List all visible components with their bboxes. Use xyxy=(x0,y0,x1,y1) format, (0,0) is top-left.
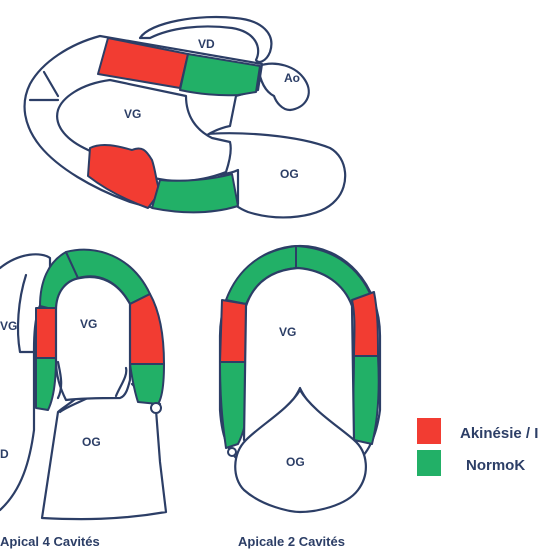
label-og-a2: OG xyxy=(286,455,305,469)
a2-seg-anterior-mid xyxy=(351,291,379,357)
label-d-a4: D xyxy=(0,447,9,461)
a4-seg-septum-mid xyxy=(35,307,57,359)
septum-left-line2 xyxy=(42,70,60,98)
label-vg-a4: VG xyxy=(80,317,97,331)
legend-akinesia-swatch xyxy=(417,418,441,444)
a2-appendage xyxy=(227,447,237,457)
a4-rv-outline xyxy=(16,273,36,354)
label-og-para: OG xyxy=(280,167,299,181)
a4-mitral xyxy=(56,360,128,400)
label-vg-a2: VG xyxy=(279,325,296,339)
apical4-view: VG VG D OG Apical 4 Cavités xyxy=(0,248,168,549)
legend-akinesia-label: Akinésie / I xyxy=(460,425,538,442)
a4-lv-cavity xyxy=(54,276,132,402)
label-ao: Ao xyxy=(284,71,300,85)
a2-seg-anterior-base xyxy=(352,355,380,445)
a2-seg-inferior-mid xyxy=(219,299,248,363)
vd-outline xyxy=(138,15,273,63)
a4-papillary xyxy=(150,402,162,414)
label-vg-para: VG xyxy=(124,107,141,121)
a4-seg-lateral-base xyxy=(129,363,165,405)
caption-apical2: Apicale 2 Cavités xyxy=(238,534,345,549)
para-seg-inferolateral-mid xyxy=(87,143,161,209)
para-seg-inferolateral-base xyxy=(151,173,239,214)
label-og-a4: OG xyxy=(82,435,101,449)
apical2-view: VG OG Apicale 2 Cavités xyxy=(218,244,382,549)
parasternal-view: VD Ao VG OG xyxy=(23,15,347,219)
a2-og-outline xyxy=(234,388,367,514)
legend: Akinésie / I NormoK xyxy=(417,418,538,476)
caption-apical4: Apical 4 Cavités xyxy=(0,534,100,549)
a4-seg-septum-base xyxy=(35,357,57,411)
label-vd: VD xyxy=(198,37,215,51)
a4-seg-lateral-mid xyxy=(129,293,165,365)
ao-outline xyxy=(256,62,310,112)
legend-normok-swatch xyxy=(417,450,441,476)
label-vg-a4-left: VG xyxy=(0,319,17,333)
legend-normok-label: NormoK xyxy=(466,457,525,474)
para-seg-anteroseptal-mid xyxy=(179,53,261,97)
